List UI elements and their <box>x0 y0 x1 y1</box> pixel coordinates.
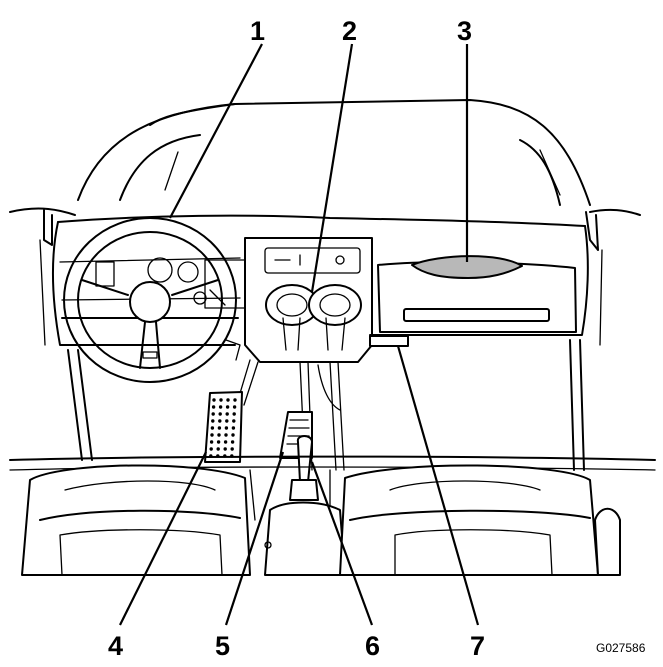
brake-pedal-grip-dot <box>217 426 222 430</box>
callout-3: 3 <box>457 16 472 46</box>
brake-pedal-grip-dot <box>225 405 230 409</box>
brake-pedal-grip-dot <box>219 398 223 402</box>
brake-pedal-grip-dot <box>230 440 235 444</box>
brake-pedal-grip-dot <box>218 412 222 416</box>
steering-wheel <box>63 217 237 383</box>
brake-pedal-grip-dot <box>209 440 214 444</box>
parking-brake-lever <box>289 435 319 501</box>
leader-line-2 <box>310 43 354 293</box>
brake-pedal-grip-dot <box>231 426 236 430</box>
brake-pedal-grip-dot <box>232 405 237 409</box>
leader-line-6 <box>310 461 374 626</box>
callout-labels: 1 2 3 4 5 6 7 <box>108 16 485 661</box>
brake-pedal-grip-dot <box>226 398 230 402</box>
rops-frame <box>9 207 641 471</box>
center-console-lower <box>264 501 346 576</box>
brake-pedal-grip-dot <box>209 447 213 451</box>
callout-1: 1 <box>250 16 265 46</box>
cup-holders <box>265 284 362 351</box>
right-seat <box>339 464 621 576</box>
brake-pedal-grip-dot <box>232 419 236 423</box>
brake-pedal-grip-dot <box>225 419 229 423</box>
callout-4: 4 <box>108 631 123 661</box>
brake-pedal-grip-dot <box>211 419 215 423</box>
brake-pedal-grip-dot <box>211 405 216 409</box>
brake-pedal-grip-dot <box>224 426 229 430</box>
callout-2: 2 <box>342 16 357 46</box>
brake-pedal-grip-dot <box>216 447 220 451</box>
brake-pedal-grip-dot <box>223 447 227 451</box>
brake-pedal-grip-dot <box>218 405 223 409</box>
brake-pedal-grip-dot <box>212 398 216 402</box>
brake-pedal-grip-dot <box>224 433 228 437</box>
brake-pedal-grip-dot <box>218 419 222 423</box>
brake-pedal <box>204 391 243 463</box>
leader-line-7 <box>396 345 480 626</box>
leader-line-1 <box>169 43 263 219</box>
leader-lines <box>119 43 480 626</box>
brake-pedal-grip-dot <box>233 398 237 402</box>
brake-pedal-grip-dot <box>223 440 228 444</box>
hand-grip <box>411 255 523 279</box>
roof-canopy <box>77 99 591 206</box>
leader-line-4 <box>119 451 207 626</box>
brake-pedal-grip-dot <box>216 440 221 444</box>
brake-pedal-grip-dot <box>211 412 215 416</box>
callout-5: 5 <box>215 631 230 661</box>
brake-pedal-grip-dot <box>225 412 229 416</box>
callout-7: 7 <box>470 631 485 661</box>
callout-6: 6 <box>365 631 380 661</box>
center-console <box>244 237 373 363</box>
brake-pedal-grip-dot <box>231 433 235 437</box>
brake-pedal-grip-dot <box>230 447 234 451</box>
brake-pedal-grip-dot <box>210 426 215 430</box>
brake-pedal-grip-dot <box>232 412 236 416</box>
left-seat <box>21 464 251 576</box>
brake-pedal-grip-dot <box>217 433 221 437</box>
figure-id: G027586 <box>596 641 646 655</box>
leader-line-5 <box>224 451 285 626</box>
brake-pedal-grip-dot <box>210 433 214 437</box>
